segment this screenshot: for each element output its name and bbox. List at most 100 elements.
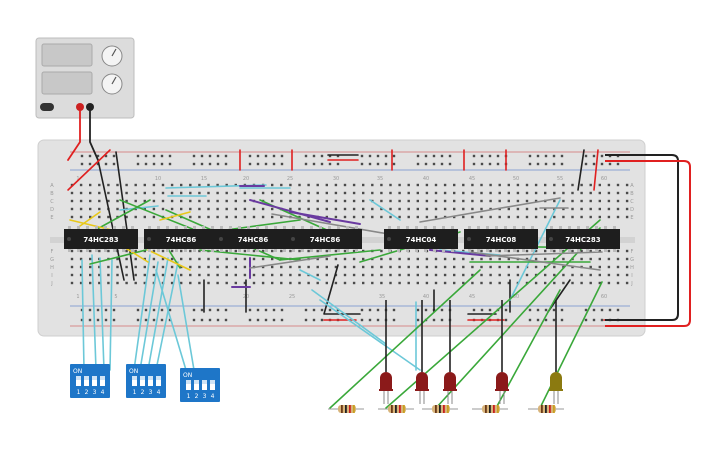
negative-terminal[interactable] (86, 103, 94, 111)
dip-toggle[interactable] (84, 376, 89, 386)
ic-chip[interactable]: 74HC86 (216, 226, 290, 252)
wire[interactable] (271, 213, 401, 237)
wire[interactable] (319, 299, 421, 371)
wire[interactable] (67, 110, 81, 161)
dip-toggle[interactable] (194, 380, 199, 390)
wire[interactable] (311, 289, 387, 345)
dip-toggle[interactable] (140, 376, 145, 386)
column-number: 1 (76, 294, 79, 300)
wire[interactable] (485, 251, 603, 257)
wire[interactable] (133, 254, 151, 371)
power-loop[interactable] (605, 154, 691, 327)
wire[interactable] (435, 227, 601, 409)
dip-toggle[interactable] (76, 376, 81, 386)
row-letter: H (630, 265, 634, 271)
wire[interactable] (469, 251, 601, 271)
dip-position-number: 4 (101, 389, 105, 396)
chip-label: 74HC283 (565, 236, 600, 244)
row-letter: F (51, 249, 54, 255)
ic-chip[interactable]: 74HC86 (288, 226, 362, 252)
wire[interactable] (249, 255, 331, 269)
wire[interactable] (89, 110, 99, 161)
wire[interactable] (81, 259, 85, 371)
chip-label: 74HC86 (166, 236, 197, 244)
wire[interactable] (159, 211, 191, 221)
led[interactable] (549, 300, 563, 404)
led[interactable] (379, 300, 393, 404)
row-letter: B (630, 191, 634, 197)
wire[interactable] (155, 261, 179, 371)
row-letter: G (630, 257, 634, 263)
wire[interactable] (429, 249, 491, 257)
ic-chip[interactable]: 74HC283 (546, 226, 620, 252)
wire[interactable] (177, 274, 195, 371)
dip-position-number: 4 (157, 389, 161, 396)
wire[interactable] (115, 151, 135, 281)
resistor[interactable] (422, 405, 458, 413)
wire[interactable] (369, 199, 401, 221)
ic-chip[interactable]: 74HC86 (144, 226, 218, 252)
wire[interactable] (91, 254, 97, 371)
led[interactable] (495, 300, 509, 404)
dip-toggle[interactable] (148, 376, 153, 386)
power-switch[interactable] (40, 103, 54, 111)
row-letter: A (630, 183, 634, 189)
dip-toggle[interactable] (100, 376, 105, 386)
dip-toggle[interactable] (132, 376, 137, 386)
wire[interactable] (199, 249, 301, 261)
chip-label: 74HC08 (486, 236, 517, 244)
resistor[interactable] (528, 405, 564, 413)
dip-toggle[interactable] (156, 376, 161, 386)
wire[interactable] (97, 159, 125, 281)
wire[interactable] (577, 149, 585, 191)
wire[interactable] (329, 269, 481, 409)
dip-toggle[interactable] (92, 376, 97, 386)
wire[interactable] (249, 199, 331, 223)
resistor[interactable] (378, 405, 414, 413)
row-letter: E (50, 215, 53, 221)
wire[interactable] (299, 269, 321, 281)
row-letter: A (50, 183, 54, 189)
wire[interactable] (147, 249, 191, 271)
dip-toggle[interactable] (186, 380, 191, 390)
wire[interactable] (139, 261, 159, 371)
wire[interactable] (593, 149, 599, 191)
led[interactable] (443, 300, 457, 404)
dip-toggle[interactable] (210, 380, 215, 390)
column-number: 60 (601, 176, 607, 182)
wire[interactable] (89, 249, 147, 265)
dip-toggle[interactable] (202, 380, 207, 390)
column-number: 10 (155, 176, 161, 182)
column-number: 35 (379, 294, 385, 300)
wire[interactable] (147, 257, 169, 371)
ic-chip[interactable]: 74HC283 (64, 226, 138, 252)
chip-label: 74HC86 (310, 236, 341, 244)
wire[interactable] (67, 149, 111, 191)
wire[interactable] (279, 249, 381, 261)
row-letter: C (50, 199, 54, 205)
wire[interactable] (155, 269, 187, 371)
row-letter: D (630, 207, 634, 213)
wire[interactable] (509, 199, 561, 301)
wire[interactable] (289, 211, 361, 225)
wire[interactable] (109, 259, 113, 371)
led[interactable] (415, 300, 429, 404)
ic-chip[interactable]: 74HC04 (384, 226, 458, 252)
resistor[interactable] (472, 405, 508, 413)
wire[interactable] (79, 211, 101, 227)
wire[interactable] (99, 257, 105, 371)
column-number: 5 (114, 294, 117, 300)
column-number: 35 (377, 176, 383, 182)
bench-power-supply[interactable] (35, 37, 135, 119)
row-letter: G (50, 257, 54, 263)
wire[interactable] (323, 264, 361, 315)
column-number: 15 (201, 176, 207, 182)
resistor[interactable] (328, 405, 364, 413)
dip-position-number: 3 (93, 389, 97, 396)
wire[interactable] (419, 197, 561, 223)
positive-terminal[interactable] (76, 103, 84, 111)
ic-chip[interactable]: 74HC08 (464, 226, 538, 252)
